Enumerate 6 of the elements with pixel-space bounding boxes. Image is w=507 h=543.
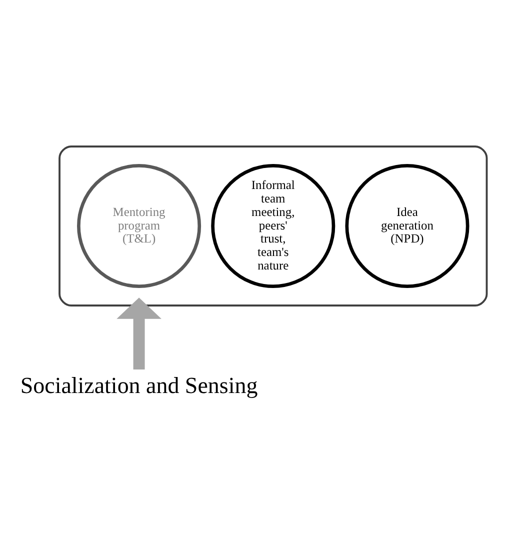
node-circle: Mentoring program (T&L) <box>77 164 202 288</box>
arrow <box>116 298 162 370</box>
node-circle: Informal team meeting, peers' trust, team's nature <box>211 164 336 288</box>
cluster <box>58 146 488 306</box>
node-text: Socialization and Sensing <box>20 372 258 398</box>
node-circle: Idea generation (NPD) <box>345 164 470 288</box>
